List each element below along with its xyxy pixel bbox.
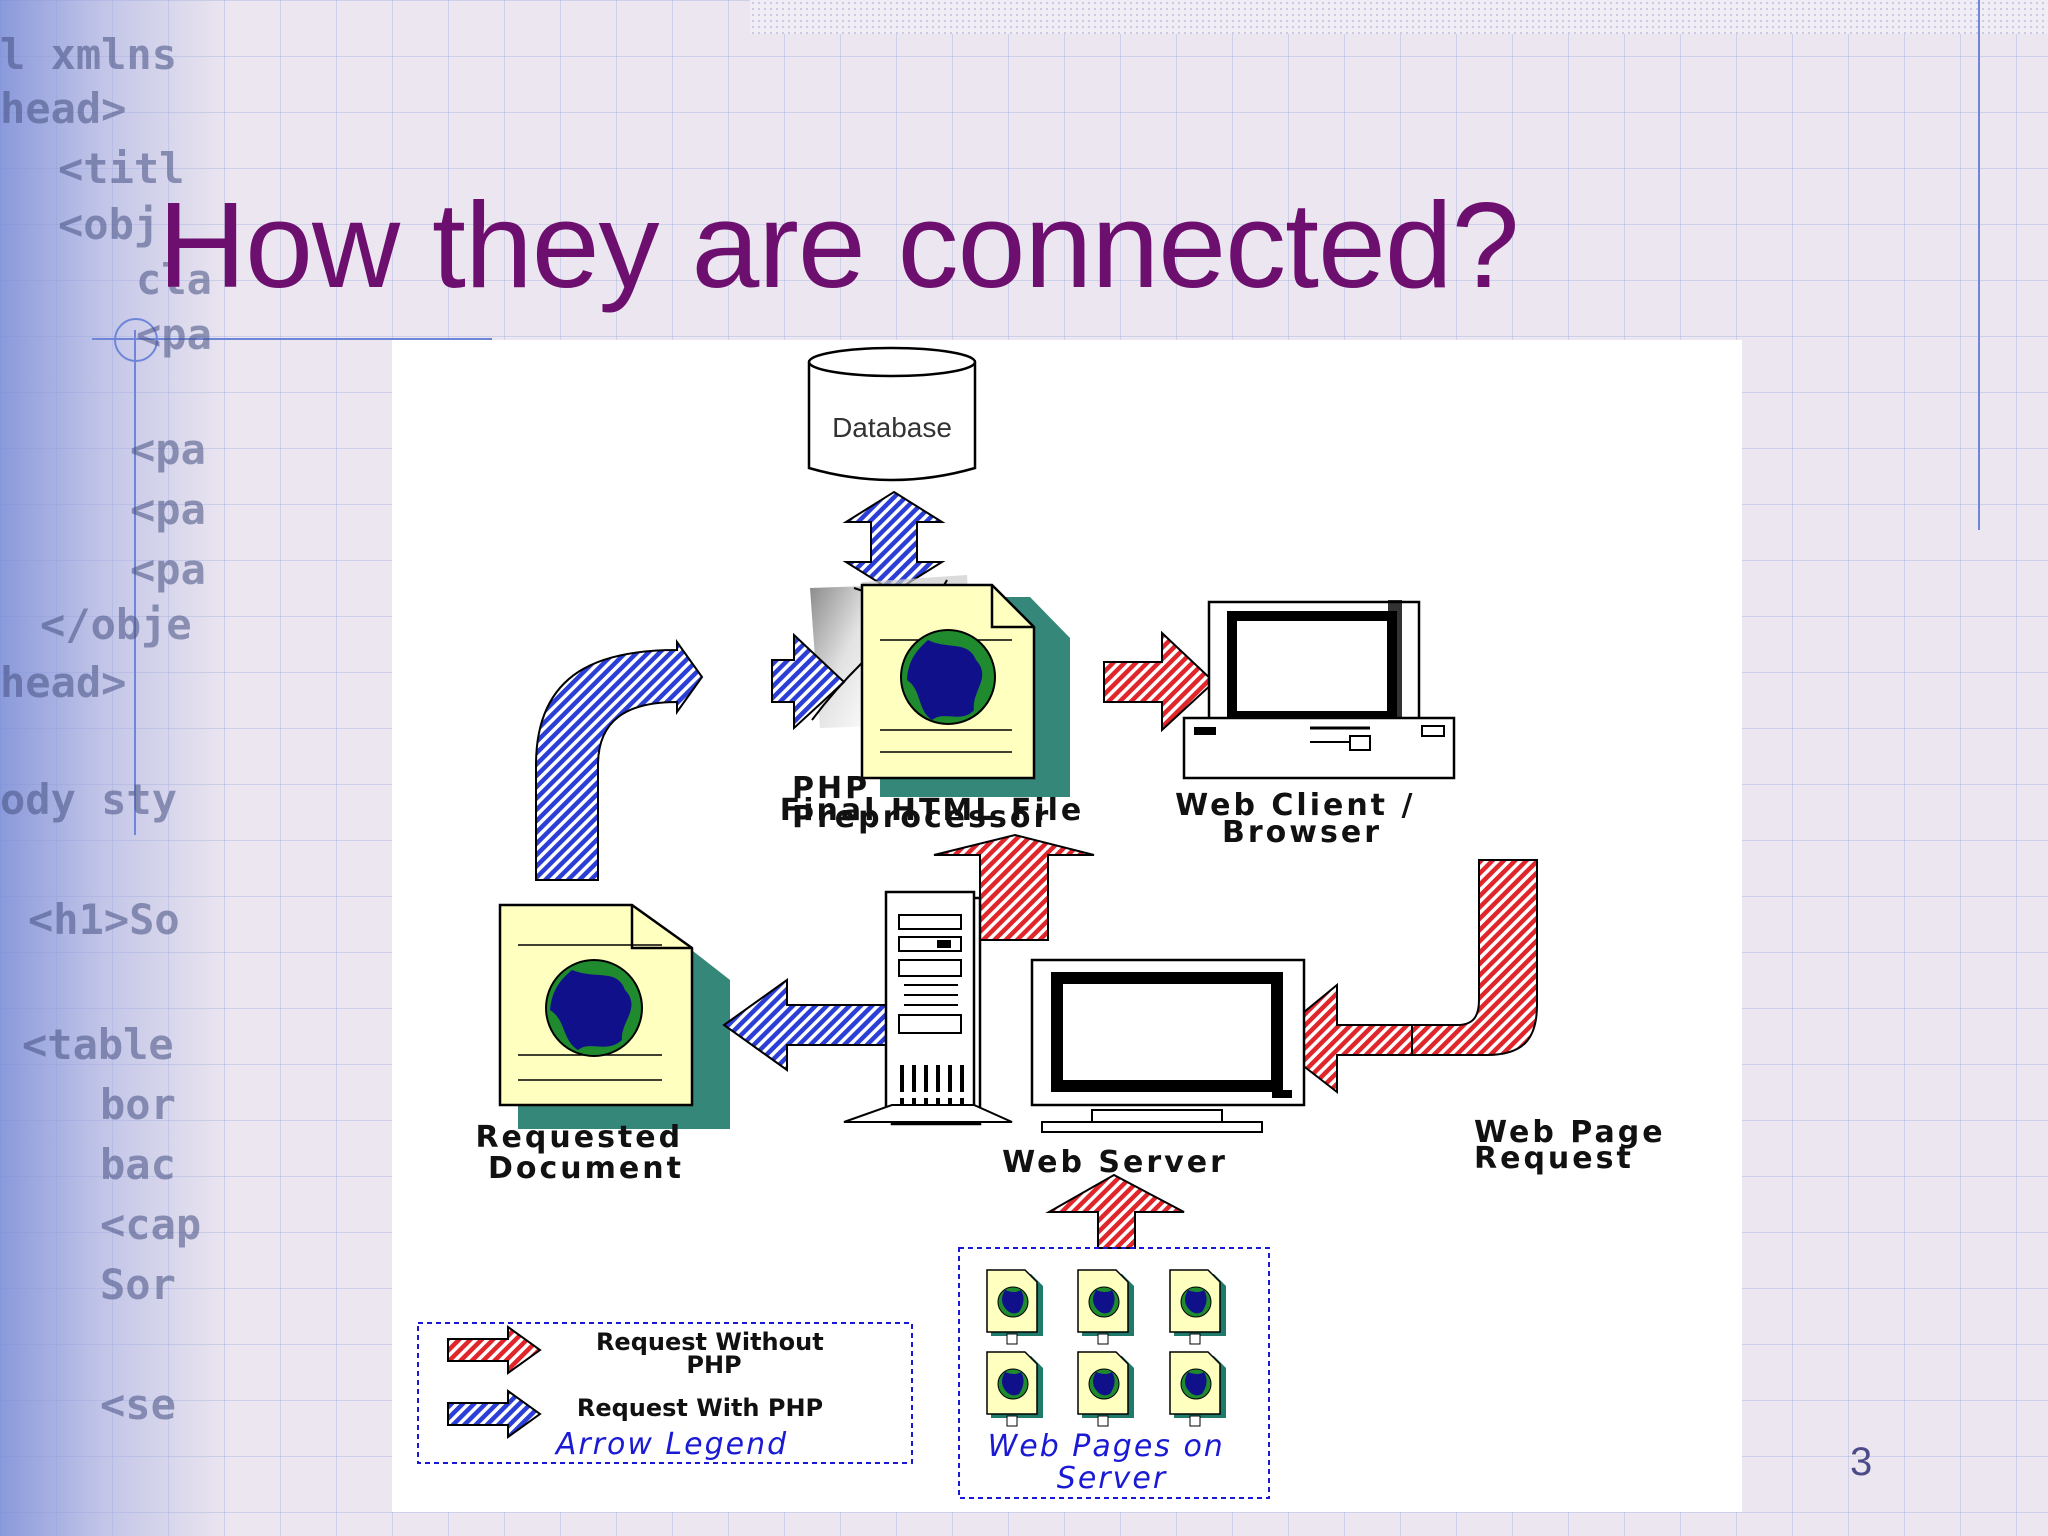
web-page-document-icon <box>1169 1351 1226 1427</box>
legend-blue-label: Request With PHP <box>577 1394 823 1422</box>
background-code-line: <pa <box>130 485 206 534</box>
background-code-line: bac <box>100 1140 176 1189</box>
background-code-line: <cap <box>100 1200 202 1249</box>
blue-arrow-server-to-document <box>722 978 898 1072</box>
web-client-computer-icon <box>1182 600 1456 780</box>
slide-title: How they are connected? <box>158 177 1520 313</box>
database-icon: Database <box>807 346 977 482</box>
background-code-line: <titl <box>58 144 185 193</box>
requested-document-icon <box>498 903 730 1129</box>
legend-title: Arrow Legend <box>554 1427 788 1462</box>
red-arrow-pages-to-server <box>1045 1173 1185 1249</box>
legend-red-label: Request Without PHP <box>596 1328 832 1379</box>
background-code-line: head> <box>0 84 127 133</box>
background-code-line: <table <box>22 1020 174 1069</box>
web-server-monitor-icon <box>1030 958 1306 1133</box>
background-code-line: <h1>So <box>28 895 180 944</box>
background-code-line: <pa <box>130 425 206 474</box>
background-top-band <box>750 0 2048 34</box>
background-code-line: cla <box>136 255 212 304</box>
web-page-document-icon <box>1077 1351 1134 1427</box>
background-code-line: <obj <box>58 200 160 249</box>
final-html-file-icon <box>860 583 1070 797</box>
php-preprocessor-label: PHP Preprocessor <box>792 771 1051 835</box>
background-code-line: <pa <box>130 545 206 594</box>
background-code-line: </obje <box>40 600 192 649</box>
decorative-horizontal-line <box>92 338 492 340</box>
red-arrow-html-to-client <box>1103 630 1216 733</box>
background-code-line: bor <box>100 1080 176 1129</box>
arrow-legend: Request Without PHP Request With PHP Arr… <box>417 1322 913 1464</box>
blue-arrow-to-php <box>535 638 704 881</box>
background-code-line: <se <box>100 1380 176 1429</box>
database-label: Database <box>832 412 952 443</box>
web-client-label: Web Client / Browser <box>1175 788 1429 850</box>
page-number: 3 <box>1850 1440 1873 1484</box>
web-pages-on-server: Web Pages on Server <box>958 1247 1270 1499</box>
blue-arrow-php-to-html <box>771 632 846 731</box>
background-code-line: l xmlns <box>0 30 178 79</box>
web-page-document-icon <box>1077 1269 1134 1345</box>
background-code-line: ody sty <box>0 775 178 824</box>
database-blue-double-arrow <box>842 490 946 594</box>
background-code-line: <pa <box>136 310 212 359</box>
web-page-document-icon <box>1169 1269 1226 1345</box>
requested-document-label: Requested Document <box>475 1120 696 1186</box>
legend-blue-arrow <box>447 1389 542 1439</box>
diagram-panel: Database PHP Preprocessor Final HTML F <box>392 340 1742 1512</box>
final-html-file-label: Final HTML File <box>780 793 1085 828</box>
background-code-line: Sor <box>100 1260 176 1309</box>
decorative-vertical-line <box>1978 0 1980 530</box>
red-arrow-server-to-html <box>933 833 1095 941</box>
php-flow-diagram: Database PHP Preprocessor Final HTML F <box>417 346 1679 1499</box>
red-arrow-client-to-server <box>1268 859 1538 1095</box>
web-server-tower-icon <box>843 890 1013 1126</box>
web-page-request-label: Web Page Request <box>1474 1115 1679 1176</box>
crosshair-icon <box>114 318 158 362</box>
web-page-document-icon <box>986 1269 1043 1345</box>
background-code-line: head> <box>0 658 127 707</box>
web-pages-on-server-label: Web Pages on Server <box>988 1429 1237 1496</box>
web-page-document-icon <box>986 1351 1043 1427</box>
legend-red-arrow <box>447 1325 542 1375</box>
decorative-vertical-line-left <box>134 330 136 835</box>
background-left-gradient <box>0 0 230 1536</box>
